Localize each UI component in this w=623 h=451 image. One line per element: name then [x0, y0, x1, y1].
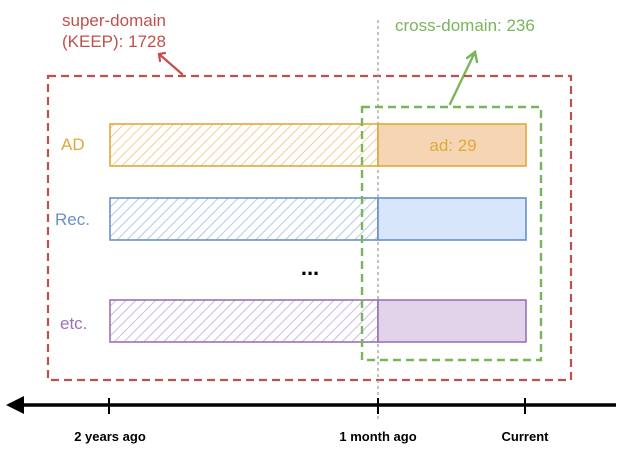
- row-label-etc: etc.: [60, 314, 87, 333]
- ad-recent-bar: [377, 123, 527, 167]
- super-domain-label-line2: (KEEP): 1728: [62, 32, 166, 51]
- etc-history-bar: [109, 299, 379, 343]
- row-label-ad: AD: [61, 135, 85, 154]
- timeline-arrowhead: [6, 396, 24, 414]
- ad-history-bar: [109, 123, 379, 167]
- super-domain-arrow: [157, 51, 184, 76]
- cross-domain-label: cross-domain: 236: [395, 16, 535, 35]
- super-domain-box: [46, 74, 573, 382]
- cross-domain-arrow: [448, 49, 479, 106]
- timeline-axis: [6, 396, 616, 414]
- row-label-rec: Rec.: [55, 210, 90, 229]
- tick-label-2-years: 2 years ago: [74, 429, 146, 444]
- timeline-ticks: [108, 398, 526, 414]
- ad-recent-count: ad: 29: [429, 136, 476, 155]
- etc-recent-bar: [377, 299, 527, 343]
- rows-ellipsis: ...: [301, 255, 319, 280]
- cross-domain-box: [360, 105, 543, 362]
- rec-recent-bar: [377, 197, 527, 241]
- rec-history-bar: [109, 197, 379, 241]
- tick-label-1-month: 1 month ago: [339, 429, 416, 444]
- tick-label-current: Current: [502, 429, 550, 444]
- super-domain-label-line1: super-domain: [62, 11, 166, 30]
